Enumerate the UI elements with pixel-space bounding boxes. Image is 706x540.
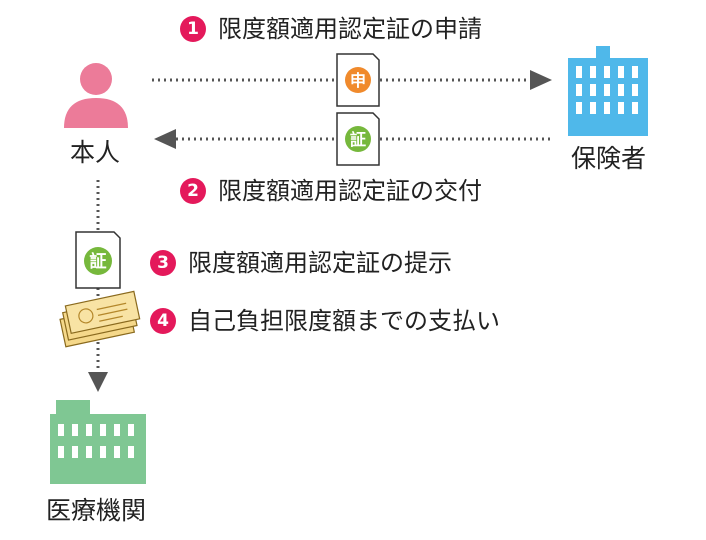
person-icon (64, 63, 128, 128)
hospital-label: 医療機関 (46, 496, 147, 525)
step-3-badge: 3 (150, 250, 176, 276)
step-3: 3 限度額適用認定証の提示 (150, 248, 452, 278)
application-doc-char: 申 (350, 71, 366, 90)
step-2-badge: 2 (180, 178, 206, 204)
step-2-text: 限度額適用認定証の交付 (218, 177, 482, 205)
application-document-icon: 申 (336, 53, 380, 107)
office-building-icon (568, 46, 648, 136)
step-4: 4 自己負担限度額までの支払い (150, 306, 500, 336)
step-1: 1 限度額適用認定証の申請 (180, 14, 482, 44)
step-4-text: 自己負担限度額までの支払い (188, 307, 500, 335)
certificate-doc-char: 証 (350, 130, 366, 149)
step-1-badge: 1 (180, 16, 206, 42)
banknotes-icon (59, 290, 141, 348)
certificate-presentation-char: 証 (90, 251, 107, 272)
step-3-text: 限度額適用認定証の提示 (188, 249, 452, 277)
person-label: 本人 (70, 138, 121, 167)
certificate-document-icon: 証 (336, 112, 380, 166)
arrow-application (152, 70, 552, 90)
step-2: 2 限度額適用認定証の交付 (180, 176, 482, 206)
certificate-presentation-icon: 証 (75, 231, 121, 289)
insurer-label: 保険者 (571, 144, 647, 173)
hospital-building-icon (50, 400, 146, 484)
step-4-badge: 4 (150, 308, 176, 334)
step-1-text: 限度額適用認定証の申請 (218, 15, 482, 43)
